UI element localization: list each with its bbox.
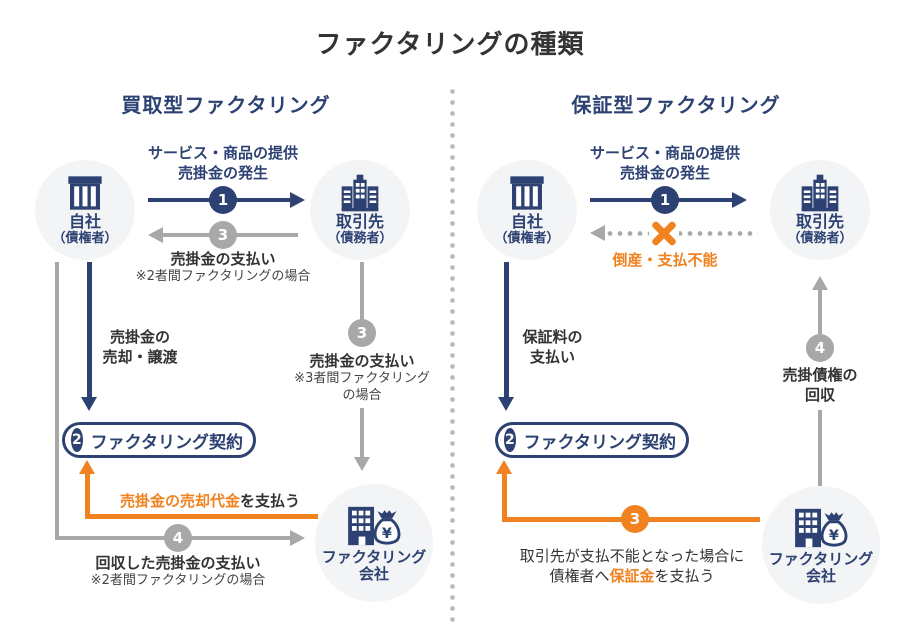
left-proceeds-line-horizontal — [85, 514, 318, 519]
right-fee-label: 保証料の 支払い — [522, 328, 583, 367]
right-client-circle: 取引先 （債務者） — [770, 160, 870, 260]
right-step1-label: サービス・商品の提供 売掛金の発生 — [589, 144, 740, 183]
right-collect-arrowhead — [812, 276, 828, 290]
bank-building-icon — [506, 173, 548, 213]
left-factoring-company-circle: ファクタリング 会社 — [315, 484, 433, 602]
left-step4-note: ※2者間ファクタリングの場合 — [90, 573, 266, 588]
right-fee-arrow — [504, 262, 509, 398]
entity-name: ファクタリング — [321, 547, 427, 566]
left-sell-arrowhead — [81, 397, 97, 411]
left-company-circle: 自社 （債権者） — [35, 160, 135, 260]
left-contract-pill: 2 ファクタリング契約 — [62, 422, 256, 458]
left-panel-title: 買取型ファクタリング — [121, 93, 331, 117]
entity-name: 自社 — [510, 212, 543, 231]
left-sell-label: 売掛金の 売却・譲渡 — [102, 328, 178, 367]
left-step3-note: ※2者間ファクタリングの場合 — [135, 269, 311, 284]
right-insolvency-label: 倒産・支払不能 — [612, 251, 718, 269]
right-fee-arrowhead — [498, 397, 514, 411]
left-contract-badge: 2 — [71, 428, 83, 452]
right-insolvency-dotted-line — [605, 231, 758, 236]
right-contract-pill: 2 ファクタリング契約 — [495, 422, 689, 458]
right-step1-badge: 1 — [651, 186, 679, 214]
panel-divider — [450, 86, 455, 628]
entity-role: （債務者） — [327, 231, 393, 247]
right-guarantee-line-vertical — [502, 473, 507, 519]
left-step3-badge: 3 — [209, 221, 237, 249]
bank-building-icon — [64, 173, 106, 213]
right-guarantee-label: 取引先が支払不能となった場合に 債権者へ保証金を支払う — [519, 547, 745, 586]
right-insolvency-arrowhead — [590, 225, 605, 241]
left-client-pay-label: 売掛金の支払い ※3者間ファクタリング の場合 — [294, 352, 430, 404]
right-panel-title: 保証型ファクタリング — [571, 93, 781, 117]
building-moneybag-icon — [346, 503, 402, 549]
left-contract-label: ファクタリング契約 — [90, 432, 243, 453]
right-contract-label: ファクタリング契約 — [523, 432, 676, 453]
right-factoring-company-circle: ファクタリング 会社 — [762, 486, 880, 604]
left-step4-arrowhead — [290, 530, 305, 546]
entity-name: ファクタリング — [768, 549, 874, 568]
page-title: ファクタリングの種類 — [315, 30, 585, 60]
left-step3-arrowhead — [148, 227, 163, 243]
left-proceeds-line-vertical — [85, 473, 90, 518]
right-collect-line-lower — [818, 410, 822, 486]
entity-name: 会社 — [805, 567, 836, 585]
right-company-circle: 自社 （債権者） — [477, 160, 577, 260]
left-proceeds-arrowhead — [79, 460, 95, 474]
entity-role: （債権者） — [52, 231, 118, 247]
entity-name: 自社 — [68, 212, 101, 231]
entity-name: 取引先 — [795, 212, 844, 231]
entity-name: 取引先 — [335, 212, 384, 231]
left-step4-line-vertical — [55, 262, 59, 536]
right-collect-label: 売掛債権の 回収 — [782, 366, 858, 405]
left-proceeds-label: 売掛金の売却代金を支払う — [119, 492, 301, 510]
left-step4-label: 回収した売掛金の支払い — [95, 554, 261, 572]
left-client-circle: 取引先 （債務者） — [310, 160, 410, 260]
city-building-icon — [798, 173, 842, 213]
building-moneybag-icon — [793, 505, 849, 551]
left-step3-label: 売掛金の支払い — [170, 250, 276, 268]
right-collect-badge: 4 — [806, 334, 834, 362]
right-contract-badge: 2 — [504, 428, 516, 452]
left-client-pay-line-lower — [360, 408, 364, 458]
left-client-pay-line-upper — [360, 262, 364, 320]
left-client-pay-arrowhead — [354, 457, 370, 471]
entity-role: （債務者） — [787, 231, 853, 247]
left-sell-arrow — [87, 262, 92, 398]
right-collect-line-upper — [818, 289, 822, 334]
city-building-icon — [338, 173, 382, 213]
right-step1-arrowhead — [732, 192, 747, 208]
left-step4-badge: 4 — [164, 524, 192, 552]
left-step1-arrowhead — [290, 192, 305, 208]
left-step1-label: サービス・商品の提供 売掛金の発生 — [147, 144, 298, 183]
x-mark-icon — [649, 218, 679, 248]
left-step1-badge: 1 — [209, 186, 237, 214]
right-guarantee-arrowhead — [496, 460, 512, 474]
left-client-pay-badge: 3 — [348, 319, 376, 347]
right-guarantee-badge: 3 — [621, 505, 649, 533]
entity-name: 会社 — [358, 565, 389, 583]
entity-role: （債権者） — [494, 231, 560, 247]
